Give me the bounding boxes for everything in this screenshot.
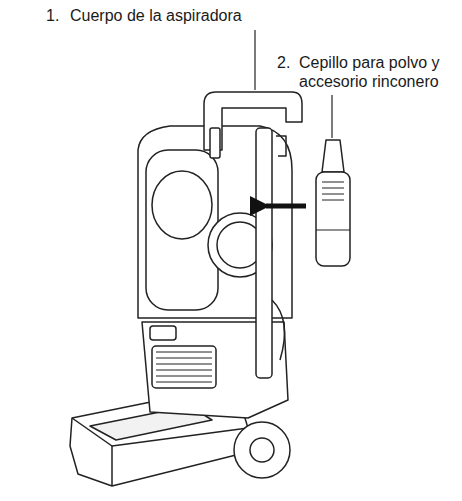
part-name: Cepillo para polvo y accesorio rinconero	[299, 53, 457, 91]
leader-line	[331, 95, 332, 138]
hose	[272, 300, 285, 360]
callout-number: 1.	[46, 6, 70, 25]
crevice-tip	[322, 140, 344, 172]
callout-number: 2.	[277, 53, 299, 72]
part-name: Cuerpo de la aspiradora	[70, 6, 310, 25]
dust-bin	[146, 150, 218, 310]
latch	[150, 326, 176, 340]
cyclone	[152, 171, 212, 239]
wheel	[234, 422, 290, 478]
leader-line	[254, 30, 255, 90]
wand-tube	[256, 128, 272, 378]
grille-panel	[152, 346, 216, 388]
tool-hook	[276, 136, 286, 156]
accessory-body	[316, 172, 350, 266]
wheel-hub	[250, 438, 274, 462]
floor-head-front	[111, 446, 113, 486]
insert-arrow	[266, 204, 306, 209]
handle-grip	[210, 128, 220, 158]
